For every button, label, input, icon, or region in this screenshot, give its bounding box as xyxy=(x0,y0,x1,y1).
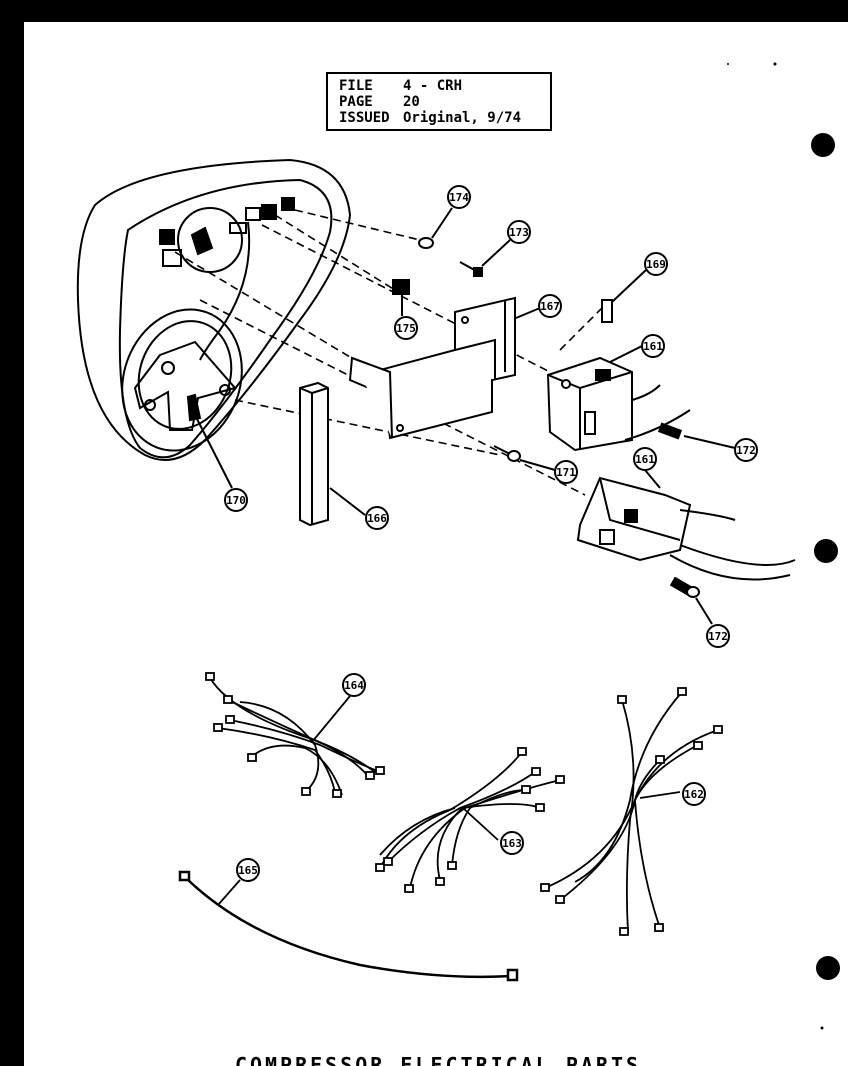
callout-172-upper: 172 xyxy=(734,438,758,462)
callout-170: 170 xyxy=(224,488,248,512)
callout-167: 167 xyxy=(538,294,562,318)
screw-part-169 xyxy=(601,269,647,323)
callout-173-label: 173 xyxy=(509,226,529,239)
callout-172-upper-label: 172 xyxy=(736,444,756,457)
screw-part-172-lower xyxy=(669,576,713,625)
punch-hole-middle xyxy=(814,539,838,563)
callout-170-label: 170 xyxy=(226,494,246,507)
header-file-label: FILE xyxy=(339,78,373,94)
clip-part xyxy=(392,279,410,316)
callout-175-label: 175 xyxy=(396,322,416,335)
callout-174-label: 174 xyxy=(449,191,469,204)
callout-175: 175 xyxy=(394,316,418,340)
callout-171-label: 171 xyxy=(556,466,576,479)
callout-161-lower: 161 xyxy=(633,447,657,471)
punch-hole-top xyxy=(811,133,835,157)
callout-161-lower-label: 161 xyxy=(635,453,655,466)
callout-167-label: 167 xyxy=(540,300,560,313)
compressor-terminal-housing xyxy=(76,158,352,461)
callout-164-label: 164 xyxy=(344,679,364,692)
paper-area xyxy=(24,22,848,1066)
wire-channel xyxy=(299,381,366,527)
callout-163-label: 163 xyxy=(502,837,522,850)
leader-170 xyxy=(194,414,233,489)
callout-172-lower: 172 xyxy=(706,624,730,648)
header-box: FILE 4 - CRH PAGE 20 ISSUED Original, 9/… xyxy=(326,72,552,131)
speck xyxy=(820,1026,824,1030)
mounting-bracket xyxy=(348,296,541,440)
wire-harness-162 xyxy=(540,687,723,936)
header-page-value: 20 xyxy=(403,94,420,110)
callout-169: 169 xyxy=(644,252,668,276)
callout-166-label: 166 xyxy=(367,512,387,525)
callout-161-upper-label: 161 xyxy=(643,340,663,353)
relay-upper xyxy=(546,345,691,452)
header-file-value: 4 - CRH xyxy=(403,78,462,94)
speck xyxy=(727,63,729,65)
callout-174: 174 xyxy=(447,185,471,209)
screw-part-173 xyxy=(459,239,511,277)
wire-harness-163 xyxy=(375,747,565,893)
header-page-label: PAGE xyxy=(339,94,373,110)
wire-165 xyxy=(178,870,519,982)
callout-165: 165 xyxy=(236,858,260,882)
callout-171: 171 xyxy=(554,460,578,484)
screw-part-171 xyxy=(493,445,556,471)
callout-173: 173 xyxy=(507,220,531,244)
callout-162-label: 162 xyxy=(684,788,704,801)
callout-162: 162 xyxy=(682,782,706,806)
callout-165-label: 165 xyxy=(238,864,258,877)
header-issued-value: Original, 9/74 xyxy=(403,110,521,126)
callout-166: 166 xyxy=(365,506,389,530)
callout-163: 163 xyxy=(500,831,524,855)
callout-172-lower-label: 172 xyxy=(708,630,728,643)
wire-harness-164 xyxy=(205,672,385,798)
callout-164: 164 xyxy=(342,673,366,697)
washer-part xyxy=(418,207,453,249)
callout-161-upper: 161 xyxy=(641,334,665,358)
punch-hole-bottom xyxy=(816,956,840,980)
diagram-caption: COMPRESSOR ELECTRICAL PARTS xyxy=(235,1053,641,1066)
screw-part-172-upper xyxy=(657,422,736,449)
callouts: 174 173 169 167 175 161 172 161 xyxy=(224,185,758,882)
speck xyxy=(773,62,777,66)
callout-169-label: 169 xyxy=(646,258,666,271)
header-issued-label: ISSUED xyxy=(339,110,390,126)
relay-lower xyxy=(576,469,796,581)
